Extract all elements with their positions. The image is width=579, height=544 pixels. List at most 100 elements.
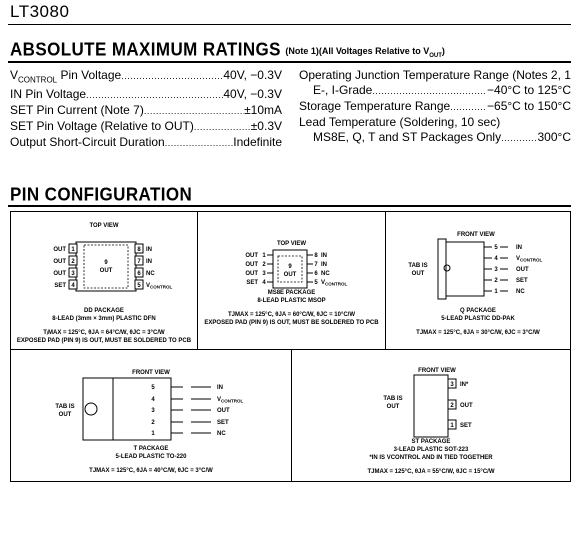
ms8e-thermal: TJMAX = 125°C, θJA = 60°C/W, θJC = 10°C/… — [227, 312, 355, 318]
q-tab-label: TAB IS — [408, 263, 427, 269]
spec-row: VCONTROL Pin Voltage 40V, −0.3V — [10, 68, 282, 87]
t-pin-num: 2 — [151, 420, 155, 426]
dd-note: EXPOSED PAD (PIN 9) IS OUT, MUST BE SOLD… — [16, 338, 192, 344]
dd-pin-num: 3 — [71, 271, 75, 277]
spec-row: Storage Temperature Range −65°C to 150°C — [299, 99, 571, 115]
dd-pin-num: 8 — [137, 247, 141, 253]
q-pin-num: 5 — [494, 245, 498, 251]
dd-pin-num: 7 — [137, 259, 141, 265]
dd-pin-name: OUT — [53, 247, 66, 253]
dd-pkg-desc: 8-LEAD (3mm × 3mm) PLASTIC DFN — [52, 316, 156, 322]
t-pkg-name: T PACKAGE — [133, 446, 169, 452]
spec-row: SET Pin Current (Note 7) ±10mA — [10, 103, 282, 119]
q-pin-name: VCONTROL — [516, 256, 543, 263]
t-pin-num: 5 — [151, 385, 155, 391]
dd-package-box: TOP VIEW 1 2 3 4 OUT OUT OUT SET 8 7 6 5… — [10, 211, 198, 350]
q-pin-num: 2 — [494, 278, 498, 284]
q-pkg-name: Q PACKAGE — [460, 308, 496, 314]
t-pin-name: SET — [217, 420, 229, 426]
ms8e-note: EXPOSED PAD (PIN 9) IS OUT, MUST BE SOLD… — [204, 320, 379, 326]
ms8e-pad-name: OUT — [284, 272, 297, 278]
t-pin-name: OUT — [217, 408, 230, 414]
dd-caption: DD PACKAGE 8-LEAD (3mm × 3mm) PLASTIC DF… — [11, 307, 197, 345]
q-pin-num: 3 — [494, 267, 498, 273]
t-pin-num: 4 — [151, 397, 155, 403]
st-pkg-desc: 3-LEAD PLASTIC SOT-223 — [393, 447, 469, 453]
q-thermal: TJMAX = 125°C, θJA = 30°C/W, θJC = 3°C/W — [416, 330, 540, 336]
ms8e-pkg-name: MS8E PACKAGE — [267, 290, 316, 296]
st-pkg-name: ST PACKAGE — [411, 439, 451, 445]
ms8e-pad-num: 9 — [288, 264, 292, 270]
dd-view-label: TOP VIEW — [89, 223, 119, 229]
ms8e-pin-name: OUT — [245, 271, 258, 277]
t-tab-label: TAB IS — [55, 404, 74, 410]
abs-max-rule — [8, 61, 571, 63]
dd-pin-name: VCONTROL — [146, 283, 173, 290]
dd-pad-name: OUT — [100, 268, 113, 274]
t-pkg-desc: 5-LEAD PLASTIC TO-220 — [115, 454, 187, 460]
ms8e-pin-name: OUT — [245, 262, 258, 268]
q-view-label: FRONT VIEW — [457, 232, 495, 238]
abs-max-title: ABSOLUTE MAXIMUM RATINGS — [10, 39, 281, 60]
q-pin-name: SET — [516, 278, 528, 284]
t-pin-name: IN — [217, 385, 223, 391]
ms8e-pin-name: VCONTROL — [321, 280, 348, 287]
dd-pin-name: IN — [146, 259, 152, 265]
ms8e-pin-num: 2 — [262, 262, 266, 268]
ms8e-pin-num: 4 — [262, 280, 266, 286]
q-pin-num: 1 — [494, 289, 498, 295]
st-caption: ST PACKAGE 3-LEAD PLASTIC SOT-223 *IN IS… — [292, 438, 570, 476]
pin-config-title: PIN CONFIGURATION — [10, 184, 193, 205]
ms8e-pin-num: 6 — [314, 271, 318, 277]
ms8e-pin-num: 1 — [262, 253, 266, 259]
q-pin-name: NC — [516, 289, 525, 295]
t-tab-label: OUT — [59, 412, 72, 418]
ms8e-pin-num: 3 — [262, 271, 266, 277]
t-view-label: FRONT VIEW — [132, 370, 170, 376]
t-pin-name: VCONTROL — [217, 397, 244, 404]
st-pin-name: OUT — [460, 403, 473, 409]
ms8e-pin-name: SET — [246, 280, 258, 286]
st-pin-name: IN* — [460, 382, 469, 388]
spec-row: Output Short-Circuit Duration Indefinite — [10, 135, 282, 151]
st-pin-num: 3 — [450, 382, 454, 388]
t-thermal: TJMAX = 125°C, θJA = 40°C/W, θJC = 3°C/W — [89, 468, 213, 474]
st-pin-name: SET — [460, 423, 472, 429]
st-pin-num: 2 — [450, 403, 454, 409]
dd-pin-num: 5 — [137, 283, 141, 289]
dd-pin-num: 6 — [137, 271, 141, 277]
q-pkg-desc: 5-LEAD PLASTIC DD-PAK — [441, 316, 515, 322]
abs-max-heading: ABSOLUTE MAXIMUM RATINGS (Note 1)(All Vo… — [10, 39, 445, 60]
ms8e-pin-num: 5 — [314, 280, 318, 286]
st-tab-label: OUT — [387, 404, 400, 410]
dd-thermal: TⱼMAX = 125°C, θJA = 64°C/W, θJC = 3°C/W — [43, 330, 165, 336]
dd-pin-num: 4 — [71, 283, 75, 289]
t-pin-num: 3 — [151, 408, 155, 414]
ms8e-pin-num: 8 — [314, 253, 318, 259]
q-pin-name: IN — [516, 245, 522, 251]
st-note: *IN IS VCONTROL AND IN TIED TOGETHER — [369, 455, 493, 461]
t-pin-name: NC — [217, 431, 226, 437]
spec-row: Operating Junction Temperature Range (No… — [299, 68, 571, 82]
dd-pinout-diagram: 1 2 3 4 OUT OUT OUT SET 8 7 6 5 IN IN NC… — [53, 241, 173, 292]
dd-pin-num: 2 — [71, 259, 75, 265]
ms8e-pin-name: OUT — [245, 253, 258, 259]
ms8e-pkg-desc: 8-LEAD PLASTIC MSOP — [257, 298, 326, 304]
header-rule — [8, 24, 571, 25]
q-pin-name: OUT — [516, 267, 529, 273]
q-pin-num: 4 — [494, 256, 498, 262]
st-pin-num: 1 — [450, 423, 454, 429]
spec-row: MS8E, Q, T and ST Packages Only 300°C — [299, 130, 571, 146]
q-tab-label: OUT — [412, 271, 425, 277]
t-pin-num: 1 — [151, 431, 155, 437]
st-thermal: TJMAX = 125°C, θJA = 55°C/W, θJC = 15°C/… — [367, 469, 495, 475]
t-caption: T PACKAGE 5-LEAD PLASTIC TO-220 TJMAX = … — [11, 445, 291, 475]
st-view-label: FRONT VIEW — [418, 368, 456, 374]
